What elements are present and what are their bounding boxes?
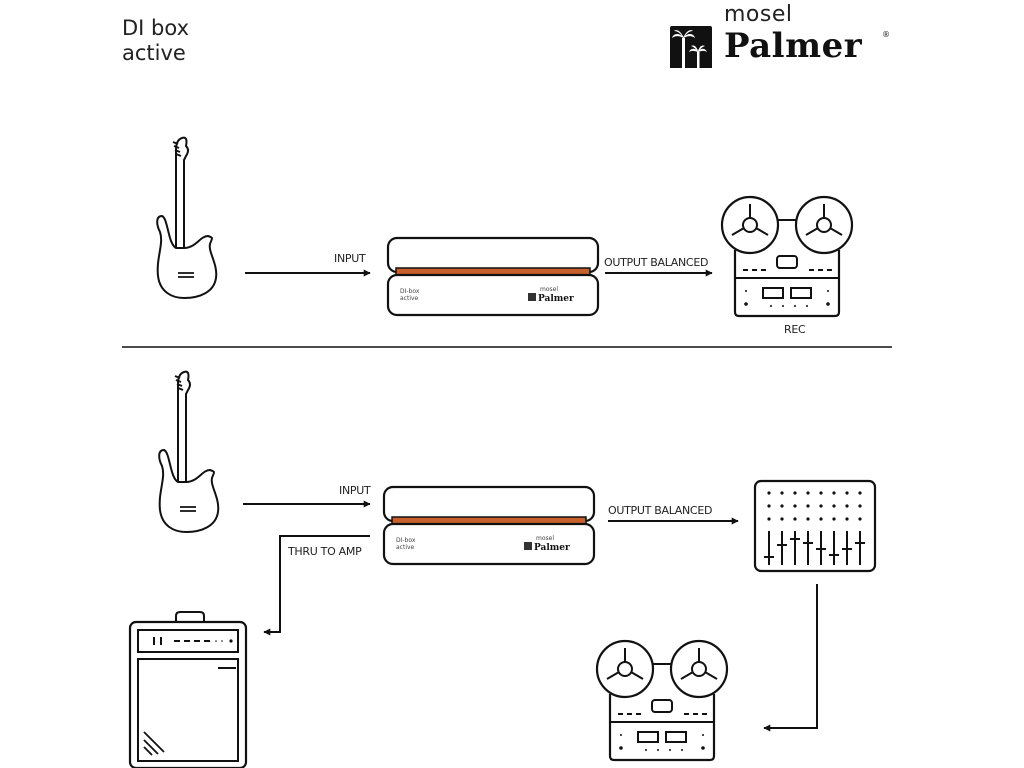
mixer-knob-dot xyxy=(858,491,862,495)
brand-logo: mosel Palmer ® xyxy=(668,2,898,72)
mixer-knob-dot xyxy=(832,517,836,521)
mixer-knob-dot xyxy=(845,504,849,508)
brand-main-text: Palmer xyxy=(724,26,863,66)
mixer-to-recorder-arrow xyxy=(763,584,818,732)
mixer-knob-dot xyxy=(780,517,784,521)
device-label-line-2: active xyxy=(396,544,415,551)
diagram-title: DI box active xyxy=(122,16,189,66)
mixer-knob-dot xyxy=(858,504,862,508)
di-box-device-2: DI-box active mosel Palmer xyxy=(382,485,596,566)
brand-top-text: mosel xyxy=(724,2,793,27)
mixer-knob-dot xyxy=(780,504,784,508)
mixer-icon xyxy=(753,479,877,573)
guitar-icon-1 xyxy=(156,136,218,299)
device-label-line-2: active xyxy=(400,295,419,302)
di-box-device-1: DI-box active mosel Palmer xyxy=(386,236,600,317)
mixer-knob-dot xyxy=(819,491,823,495)
mixer-knob-dot xyxy=(767,517,771,521)
title-line-1: DI box xyxy=(122,16,189,40)
mixer-knob-dot xyxy=(806,504,810,508)
rec-label: REC xyxy=(784,323,806,336)
device-label-line-1: DI-box xyxy=(400,288,420,295)
mixer-knob-dot xyxy=(819,517,823,521)
output-label-2: OUTPUT BALANCED xyxy=(608,504,712,517)
registered-mark: ® xyxy=(882,30,890,39)
palm-tree-icon xyxy=(670,26,712,68)
input-label-1: INPUT xyxy=(334,252,366,265)
mixer-knob-dot xyxy=(793,517,797,521)
mixer-knob-dot xyxy=(793,504,797,508)
device-logo-main: Palmer xyxy=(538,294,574,304)
mixer-knob-dot xyxy=(832,491,836,495)
device-logo-main: Palmer xyxy=(534,543,570,553)
mixer-knob-dot xyxy=(767,504,771,508)
mixer-knob-dot xyxy=(806,491,810,495)
input-label-2: INPUT xyxy=(339,484,371,497)
device-logo-top: mosel xyxy=(536,535,554,542)
mixer-knob-dot xyxy=(845,517,849,521)
mixer-knob-dot xyxy=(832,504,836,508)
output-label-1: OUTPUT BALANCED xyxy=(604,256,708,269)
thru-arrow xyxy=(263,535,370,636)
device-logo-top: mosel xyxy=(540,286,558,293)
mixer-knob-dot xyxy=(819,504,823,508)
tape-recorder-icon-2 xyxy=(595,639,729,762)
guitar-icon-2 xyxy=(158,370,220,533)
thru-label: THRU TO AMP xyxy=(287,545,362,558)
amplifier-icon xyxy=(128,611,248,768)
mixer-knob-dot xyxy=(845,491,849,495)
device-label-line-1: DI-box xyxy=(396,537,416,544)
mixer-knob-dot xyxy=(806,517,810,521)
mixer-knob-dot xyxy=(793,491,797,495)
mixer-knob-dot xyxy=(767,491,771,495)
tape-recorder-icon-1 xyxy=(720,195,854,318)
title-line-2: active xyxy=(122,41,186,65)
mixer-knob-dot xyxy=(858,517,862,521)
mixer-knob-dot xyxy=(780,491,784,495)
